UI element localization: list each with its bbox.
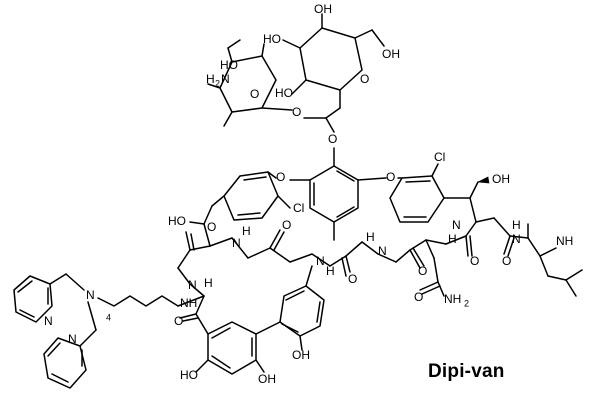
central-aromatic-ring bbox=[289, 165, 387, 241]
pyridine-ring-1 bbox=[13, 273, 85, 323]
vancosamine-ho: HO bbox=[220, 58, 238, 72]
n-methyl-nh: NH bbox=[556, 234, 573, 248]
amide-o-3: O bbox=[348, 272, 357, 286]
sugar-ho-left: HO bbox=[263, 32, 281, 46]
vancosamine-h2n-n: N bbox=[221, 72, 230, 86]
benzylic-ho: HO bbox=[168, 214, 186, 228]
chlorine-right: Cl bbox=[434, 150, 445, 164]
nh-2: N bbox=[188, 278, 197, 292]
amide-o-4: O bbox=[418, 264, 427, 278]
phenol-ho-1: HO bbox=[180, 368, 198, 382]
right-chlorophenyl-ring bbox=[389, 163, 471, 223]
vancosamine-h2n-sub: 2 bbox=[215, 78, 220, 88]
compound-name: Dipi-van bbox=[428, 361, 505, 382]
phenol-oh-2: OH bbox=[292, 348, 310, 362]
vancosamine-h2n-h: H bbox=[206, 72, 215, 86]
nh-linker: NH bbox=[180, 296, 197, 310]
nh-1: N bbox=[232, 236, 241, 250]
asparagine-nh2-sub: 2 bbox=[464, 298, 469, 308]
right-phenol-ring bbox=[279, 265, 325, 351]
phenol-oh-1: OH bbox=[258, 372, 276, 386]
glucose-ring bbox=[282, 13, 385, 119]
nh-2-h: H bbox=[204, 276, 213, 290]
asparagine-o: O bbox=[414, 290, 423, 304]
pyridine-n-2: N bbox=[68, 332, 77, 346]
vancosamine-ring bbox=[207, 39, 293, 127]
sugar-ho-mid: HO bbox=[275, 86, 293, 100]
tertiary-amine-n: N bbox=[86, 288, 95, 302]
ether-o-right: O bbox=[386, 170, 395, 184]
asparagine-nh2: NH bbox=[444, 292, 461, 306]
nh-6: N bbox=[316, 254, 325, 268]
sugar-oh-ch2: OH bbox=[382, 47, 400, 61]
amide-o-5: O bbox=[470, 254, 479, 268]
glycosidic-o-1: O bbox=[292, 105, 301, 119]
peptide-backbone bbox=[177, 217, 583, 335]
sugar-oh-top: OH bbox=[314, 2, 332, 16]
nh-3: N bbox=[378, 244, 387, 258]
chain-subscript: 4 bbox=[106, 312, 111, 322]
benzylic-oh: OH bbox=[492, 172, 510, 186]
sugar-ring-o: O bbox=[360, 72, 369, 86]
amide-o-7: O bbox=[174, 314, 183, 328]
nh-4-h: H bbox=[448, 232, 457, 246]
nh-4: N bbox=[452, 218, 461, 232]
chlorine-left: Cl bbox=[293, 201, 304, 215]
nh-6-h: H bbox=[326, 264, 335, 278]
nh-1-h: H bbox=[242, 224, 251, 238]
amide-o-6: O bbox=[502, 254, 511, 268]
left-resorcinol-ring bbox=[195, 321, 281, 375]
nh-5: N bbox=[512, 232, 521, 246]
left-chlorophenyl-ring bbox=[211, 171, 291, 221]
amide-o-1: O bbox=[207, 220, 216, 234]
vancosamine-ring-o: O bbox=[250, 87, 259, 101]
linker-chain bbox=[97, 295, 205, 307]
nh-3-h: H bbox=[366, 230, 375, 244]
amide-o-2: O bbox=[282, 218, 291, 232]
glycosidic-o-2: O bbox=[328, 132, 337, 146]
pyridine-ring-2 bbox=[43, 301, 97, 389]
ether-o-left: O bbox=[276, 170, 285, 184]
asparagine-side-chain bbox=[419, 239, 445, 297]
nh-5-h: H bbox=[512, 218, 521, 232]
pyridine-n-1: N bbox=[44, 314, 53, 328]
